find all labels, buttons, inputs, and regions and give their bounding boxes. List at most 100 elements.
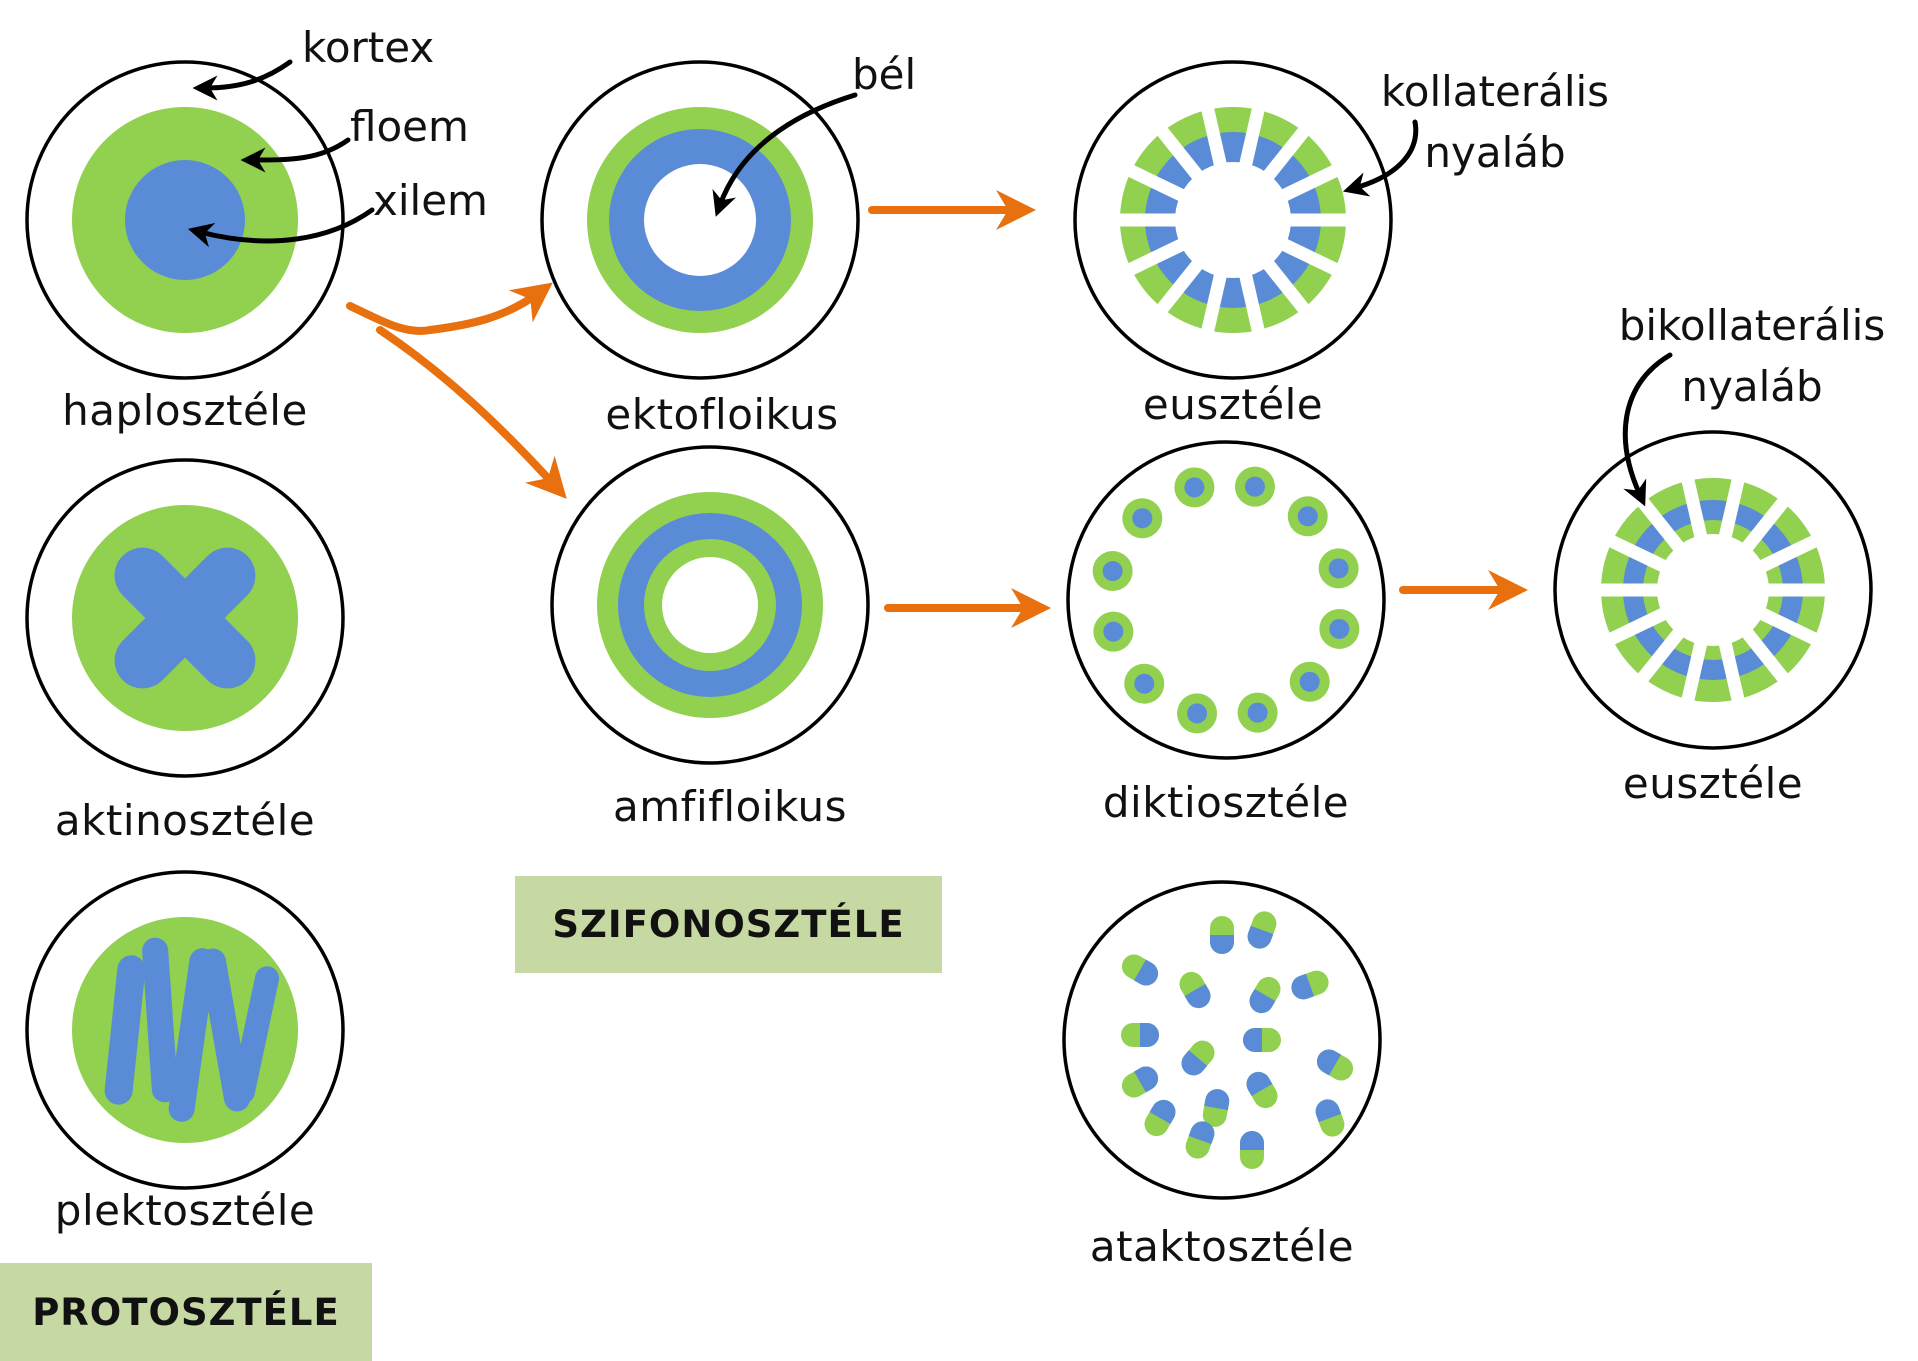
atactostele-bundle-8 [1181,1040,1215,1076]
atactostele-bundle-3 [1121,954,1159,986]
dictyostele-meristele-xylem-1 [1244,476,1265,497]
atactostele-bundle-xylem [1247,925,1274,949]
haplostele-label: haplosztéle [62,386,308,435]
eustele-label-2: eusztéle [1622,759,1804,808]
arrow-to-bicollateral-bundle [1622,352,1673,507]
collateral-line-1: kollaterális [1380,67,1610,116]
protostele-group-label: PROTOSZTÉLE [32,1290,340,1334]
dictyostele-meristele-xylem-6 [1247,702,1268,723]
plectostele-label: plektosztéle [54,1186,316,1235]
atactostele-bundle-xylem [1134,959,1159,986]
atactostele-bundle-9 [1243,1028,1281,1052]
dictyostele-meristele-xylem-8 [1134,673,1155,694]
atactostele-bundle-xylem [1246,1071,1273,1096]
atactostele-bundle-7 [1121,1023,1159,1047]
atactostele-bundle-11 [1121,1066,1159,1098]
dictyostele-cortex-circle [1066,440,1386,760]
siphonostele-group-label: SZIFONOSZTÉLE [552,903,905,946]
dictyostele-meristele-xylem-11 [1132,508,1153,529]
arrow-to-xylem [187,207,375,248]
ectophloic-cortex-circle [540,60,860,380]
haplostele-xylem [125,160,245,280]
atactostele-bundle-16 [1240,1131,1264,1169]
xylem-annotation: xilem [373,176,488,225]
eustele-bicollateral-cortex-circle [1553,430,1873,750]
collateral-bundle-annotation: kollaterális nyaláb [1381,62,1609,184]
atactostele-bundle-xylem [1188,1121,1215,1145]
dictyostele-meristele-xylem-7 [1187,703,1208,724]
atactostele-bundle-xylem [1149,1099,1176,1124]
bicollateral-bundle-annotation: bikollaterális nyaláb [1619,296,1885,418]
ectophloic-pith [644,164,756,276]
atactostele-bundle-12 [1202,1089,1230,1127]
amphiphloic-cortex-circle [550,445,870,765]
atactostele-bundle-xylem [1249,989,1276,1014]
plectostele-cortex-circle [25,870,345,1190]
dictyostele-meristele-xylem-12 [1184,477,1205,498]
eustele-bicollateral-pith [1657,534,1769,646]
actinostele-cortex-circle [25,458,345,778]
arrow-to-pith [712,92,858,217]
eustele-collateral-pith [1175,162,1291,278]
atactostele-bundle-xylem [1204,1089,1230,1111]
atactostele-bundle-xylem [1210,935,1234,954]
atactostele-label: ataktosztéle [1089,1222,1355,1271]
arrow-haplostele-to-ectophloic [346,282,553,335]
protostele-group-box: PROTOSZTÉLE [0,1263,372,1361]
atactostele-bundle-4 [1179,971,1211,1009]
arrow-to-collateral-bundle [1342,119,1419,197]
plectostele-xylem-strip-2 [142,937,178,1103]
atactostele-bundle-6 [1291,970,1329,1000]
dictyostele-diagram [1066,440,1386,760]
atactostele-bundle-xylem [1140,1023,1159,1047]
eustele-collateral-diagram [1073,60,1393,380]
dictyostele-meristele-xylem-3 [1328,558,1349,579]
atactostele-bundle-13 [1246,1071,1278,1109]
arrow-to-phloem [240,137,351,173]
bicollateral-line-2: nyaláb [1681,361,1823,411]
atactostele-bundle-14 [1315,1099,1345,1137]
atactostele-bundle-xylem [1134,1066,1159,1093]
atactostele-cortex-circle [1062,880,1382,1200]
atactostele-bundle-17 [1185,1121,1215,1159]
eustele-collateral-cortex-circle [1073,60,1393,380]
dictyostele-meristele-xylem-2 [1297,506,1318,527]
atactostele-bundle-5 [1249,976,1281,1014]
atactostele-bundle-1 [1210,916,1234,954]
amphiphloic-label: amfifloikus [613,782,847,831]
amphiphloic-diagram [550,445,870,765]
plectostele-xylem-strip-5 [230,966,280,1104]
atactostele-bundle-xylem [1316,1049,1341,1076]
atactostele-bundle-xylem [1184,984,1211,1009]
ectophloic-label: ektofloikus [605,390,839,439]
actinostele-xylem-cross [114,547,256,689]
siphonostele-group-box: SZIFONOSZTÉLE [515,876,942,973]
atactostele-bundle-10 [1316,1049,1354,1081]
haplostele-diagram [25,60,345,380]
bicollateral-line-1: bikollaterális [1618,301,1886,350]
atactostele-diagram [1062,880,1382,1200]
dictyostele-meristele-xylem-9 [1103,621,1124,642]
atactostele-bundle-2 [1247,911,1277,949]
amphiphloic-pith [662,557,758,653]
atactostele-bundle-xylem [1315,1099,1342,1123]
actinostele-diagram [25,458,345,778]
plectostele-xylem-strip-3 [168,948,216,1122]
collateral-line-2: nyaláb [1424,127,1566,177]
atactostele-bundle-xylem [1243,1028,1262,1052]
atactostele-bundle-xylem [1181,1050,1208,1076]
dictyostele-label: diktiosztéle [1102,778,1350,827]
eustele-bicollateral-diagram [1553,430,1873,750]
atactostele-bundle-15 [1144,1099,1176,1137]
plectostele-diagram [25,870,345,1190]
haplostele-cortex-circle [25,60,345,380]
actinostele-label: aktinosztéle [54,796,316,845]
arrow-haplostele-to-amphiphloic [376,326,567,499]
dictyostele-meristele-xylem-10 [1102,561,1123,582]
actinostele-xylem-arm-2 [114,547,256,689]
dictyostele-meristele-xylem-5 [1299,671,1320,692]
pith-annotation: bél [852,50,917,99]
eustele-label-1: eusztéle [1142,380,1324,429]
